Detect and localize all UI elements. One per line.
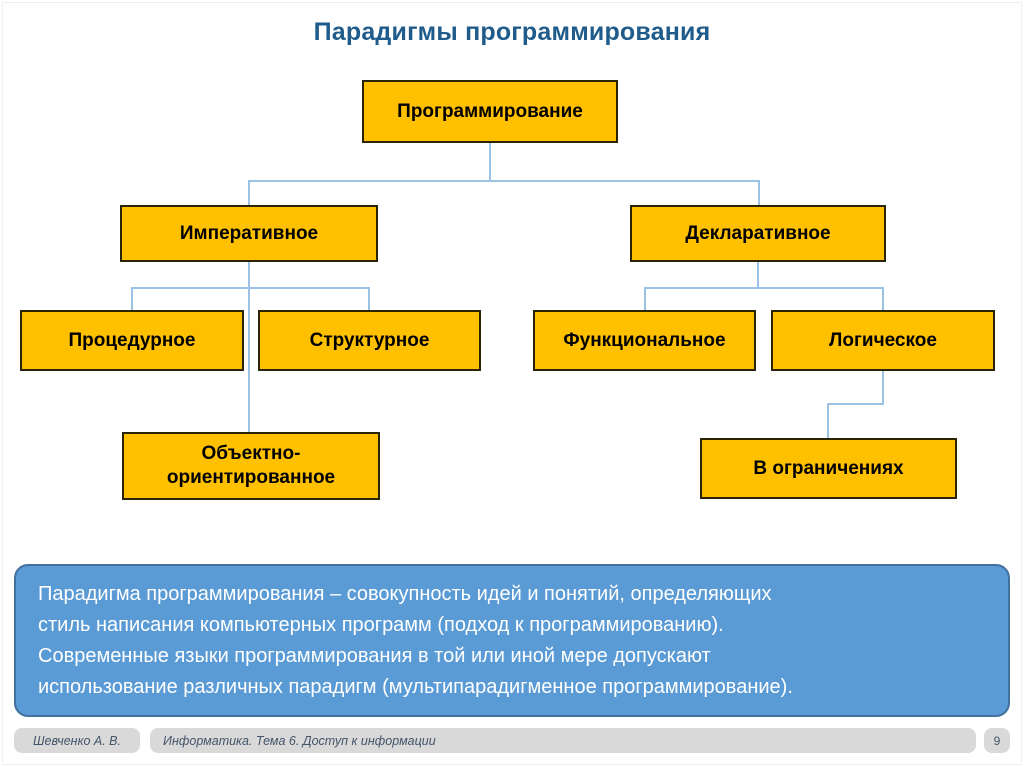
connector-programming-down <box>489 143 491 180</box>
node-oop: Объектно- ориентированное <box>122 432 380 500</box>
connector-declarative-branch <box>644 287 884 289</box>
node-logical: Логическое <box>771 310 995 371</box>
connector-to-logical <box>882 287 884 310</box>
connector-to-imperative <box>248 180 250 206</box>
node-imperative: Императивное <box>120 205 378 262</box>
node-functional: Функциональное <box>533 310 756 371</box>
slide-title: Парадигмы программирования <box>313 18 711 46</box>
definition-line: Парадигма программирования – совокупност… <box>38 583 772 605</box>
footer-page-number: 9 <box>984 728 1010 753</box>
definition-line: стиль написания компьютерных программ (п… <box>38 614 724 636</box>
definition-box: Парадигма программирования – совокупност… <box>14 564 1010 717</box>
footer-author-label: Шевченко А. В. <box>32 733 121 748</box>
connector-declarative-down <box>757 262 759 288</box>
connector-to-declarative <box>758 180 760 206</box>
connector-to-structural <box>368 287 370 310</box>
connector-logical-down <box>882 371 884 404</box>
node-procedural: Процедурное <box>20 310 244 371</box>
node-structural: Структурное <box>258 310 481 371</box>
definition-line: использование различных парадигм (мульти… <box>38 676 793 698</box>
node-programming: Программирование <box>362 80 618 143</box>
connector-to-functional <box>644 287 646 310</box>
connector-imperative-branch <box>131 287 370 289</box>
footer-author-pill: Шевченко А. В. <box>14 728 140 753</box>
connector-elbow-horizontal <box>827 403 884 405</box>
node-constraints: В ограничениях <box>700 438 957 499</box>
footer-subject-label: Информатика. Тема 6. Доступ к информации <box>163 733 436 748</box>
connector-to-constraints <box>827 403 829 438</box>
node-declarative: Декларативное <box>630 205 886 262</box>
connector-to-procedural <box>131 287 133 310</box>
connector-imperative-to-oop <box>248 262 250 432</box>
footer-subject-pill: Информатика. Тема 6. Доступ к информации <box>150 728 976 753</box>
connector-row1-branch <box>248 180 760 182</box>
footer-page-label: 9 <box>993 733 1001 748</box>
definition-line: Современные языки программирования в той… <box>38 645 711 667</box>
